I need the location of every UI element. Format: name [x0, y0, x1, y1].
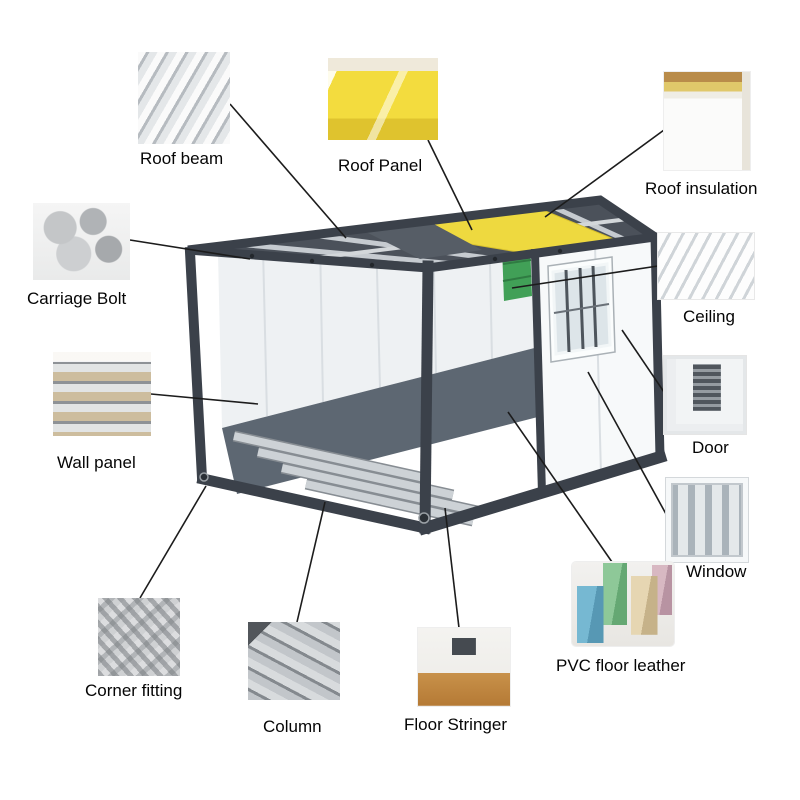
column-label: Column — [263, 717, 322, 736]
leader-line-window — [587, 371, 667, 515]
frame-bolts — [199, 248, 563, 524]
right-corner-post — [650, 232, 665, 462]
leader-line-corner-fitting — [139, 485, 207, 599]
leader-line-carriage-bolt — [129, 239, 251, 260]
roof-panel-label: Roof Panel — [338, 156, 423, 175]
roof-panel-photo — [328, 58, 438, 140]
leader-line-wall-panel — [150, 393, 259, 405]
end-bottom-rail — [196, 472, 432, 535]
steel-frame — [184, 195, 668, 536]
roof-panel-dark — [362, 222, 482, 259]
column-photo — [248, 622, 340, 700]
floor-stringers — [232, 430, 479, 527]
leader-line-roof-panel — [427, 139, 473, 231]
roof-insulation-photo — [664, 72, 750, 170]
leader-line-column — [296, 501, 326, 623]
side-bottom-rail — [417, 449, 668, 536]
window-photo — [666, 478, 748, 562]
leader-line-roof-insulation — [544, 129, 665, 218]
leader-line-floor-stringer — [444, 507, 460, 629]
leader-lines — [129, 103, 667, 629]
leader-line-door — [621, 329, 665, 393]
leader-line-roof-beam — [229, 103, 347, 239]
near-corner-post — [419, 260, 434, 534]
leader-line-ceiling — [511, 265, 659, 289]
leader-line-pvc-floor-leather — [507, 411, 613, 563]
container-illustration — [184, 195, 668, 536]
carriage-bolt-label: Carriage Bolt — [27, 289, 127, 308]
roof-beam-photo — [138, 52, 230, 144]
pvc-floor-leather-label: PVC floor leather — [556, 656, 686, 675]
wall-panel-label: Wall panel — [57, 453, 136, 472]
roof-insulation-label: Roof insulation — [645, 179, 758, 198]
ceiling-photo — [658, 233, 754, 299]
wall-panel-photo — [53, 352, 151, 436]
floor-stringer-label: Floor Stringer — [404, 715, 507, 734]
door-label: Door — [692, 438, 729, 457]
left-corner-post — [184, 246, 208, 484]
carriage-bolt-photo — [33, 203, 130, 280]
roof-beam-label: Roof beam — [140, 149, 224, 168]
corner-fitting-label: Corner fitting — [85, 681, 183, 700]
window — [547, 256, 616, 363]
floor-stringer-photo — [418, 628, 510, 706]
window-label: Window — [686, 562, 747, 581]
door-photo — [664, 356, 746, 434]
corner-fitting-photo — [98, 598, 180, 676]
ceiling-label: Ceiling — [683, 307, 735, 326]
pvc-floor-leather-photo — [572, 562, 674, 646]
mid-post — [530, 248, 547, 498]
